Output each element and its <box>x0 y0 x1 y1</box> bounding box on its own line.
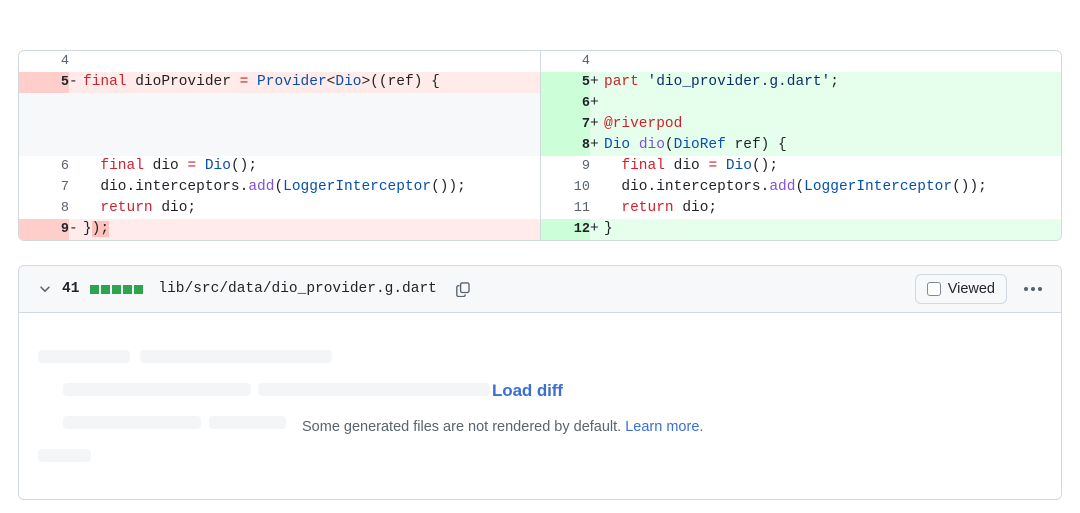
diff-row: 5-final dioProvider = Provider<Dio>((ref… <box>19 72 1061 93</box>
code-cell-left[interactable]: -final dioProvider = Provider<Dio>((ref)… <box>69 72 541 93</box>
line-number-right[interactable]: 4 <box>540 51 590 72</box>
line-number-right[interactable]: 11 <box>540 198 590 219</box>
line-number-right[interactable]: 8 <box>540 135 590 156</box>
code-cell-left[interactable] <box>69 93 541 156</box>
generated-note-suffix: . <box>699 419 704 435</box>
code-cell-left[interactable]: dio.interceptors.add(LoggerInterceptor()… <box>69 177 541 198</box>
diff-row: 8 return dio;11 return dio; <box>19 198 1061 219</box>
line-number-right[interactable]: 10 <box>540 177 590 198</box>
diff-marker: - <box>69 74 78 90</box>
line-number-right[interactable]: 5 <box>540 72 590 93</box>
diff-row: 6+ <box>19 93 1061 156</box>
chevron-down-icon[interactable] <box>37 281 53 297</box>
code-cell-right[interactable]: +part 'dio_provider.g.dart'; <box>590 72 1061 93</box>
code-cell-left[interactable]: -}); <box>69 219 541 240</box>
code-cell-right[interactable] <box>590 51 1061 72</box>
diff-marker: + <box>590 74 599 90</box>
line-number-left[interactable]: 4 <box>19 51 69 72</box>
diff-marker: + <box>590 116 599 132</box>
line-number-left[interactable]: 8 <box>19 198 69 219</box>
viewed-toggle[interactable]: Viewed <box>914 274 1007 304</box>
skeleton-bar <box>63 416 201 429</box>
line-number-left[interactable]: 9 <box>19 219 69 240</box>
diffstat-block <box>90 284 100 294</box>
copy-icon[interactable] <box>455 281 471 297</box>
load-diff-link[interactable]: Load diff <box>492 381 563 400</box>
generated-note-text: Some generated files are not rendered by… <box>302 419 626 435</box>
generated-file-body <box>19 313 1061 499</box>
file-card-generated: 41 lib/src/data/dio_provider.g.dart View… <box>18 265 1062 500</box>
code-cell-right[interactable]: +} <box>590 219 1061 240</box>
code-cell-left[interactable]: final dio = Dio(); <box>69 156 541 177</box>
skeleton-bar <box>38 449 91 462</box>
skeleton-bar <box>38 350 130 363</box>
code-cell-right[interactable]: +@riverpod <box>590 114 1061 135</box>
diff-marker: + <box>590 137 599 153</box>
file-header-left: 41 lib/src/data/dio_provider.g.dart <box>37 281 915 297</box>
diff-row: 9-});12+} <box>19 219 1061 240</box>
line-number-right[interactable]: 9 <box>540 156 590 177</box>
diff-marker: + <box>590 95 599 111</box>
viewed-checkbox[interactable] <box>926 282 941 296</box>
skeleton-bar <box>209 416 286 429</box>
line-number-right[interactable]: 7 <box>540 114 590 135</box>
code-cell-right[interactable]: dio.interceptors.add(LoggerInterceptor()… <box>590 177 1061 198</box>
code-cell-right[interactable]: return dio; <box>590 198 1061 219</box>
viewed-label: Viewed <box>947 281 995 297</box>
additions-count: 41 <box>62 281 80 297</box>
learn-more-link[interactable]: Learn more <box>625 419 700 435</box>
diffstat-block <box>123 284 133 294</box>
diffstat-block <box>134 284 144 294</box>
diff-marker: - <box>69 221 78 237</box>
line-number-left[interactable]: 5 <box>19 72 69 93</box>
line-number-left[interactable]: 6 <box>19 156 69 177</box>
diffstat-block <box>112 284 122 294</box>
code-cell-left[interactable]: return dio; <box>69 198 541 219</box>
line-number-left[interactable]: 7 <box>19 177 69 198</box>
diff-row: 7+@riverpod <box>19 114 1061 135</box>
kebab-menu-icon[interactable] <box>1021 281 1045 297</box>
file-header-right: Viewed <box>914 274 1045 304</box>
generated-file-note: Some generated files are not rendered by… <box>302 419 703 435</box>
code-cell-left[interactable] <box>69 51 541 72</box>
line-number-left[interactable] <box>19 93 69 156</box>
file-path: lib/src/data/dio_provider.g.dart <box>158 281 437 297</box>
diff-row: 8+Dio dio(DioRef ref) { <box>19 135 1061 156</box>
line-number-right[interactable]: 6 <box>540 93 590 114</box>
line-number-right[interactable]: 12 <box>540 219 590 240</box>
file-header: 41 lib/src/data/dio_provider.g.dart View… <box>19 266 1061 313</box>
diff-row: 6 final dio = Dio();9 final dio = Dio(); <box>19 156 1061 177</box>
skeleton-bar <box>63 383 251 396</box>
skeleton-bar <box>140 350 332 363</box>
code-cell-right[interactable]: + <box>590 93 1061 114</box>
code-cell-right[interactable]: +Dio dio(DioRef ref) { <box>590 135 1061 156</box>
code-cell-right[interactable]: final dio = Dio(); <box>590 156 1061 177</box>
diff-row: 7 dio.interceptors.add(LoggerInterceptor… <box>19 177 1061 198</box>
diffstat-block <box>101 284 111 294</box>
diff-marker: + <box>590 221 599 237</box>
skeleton-bar <box>258 383 490 396</box>
diffstat-blocks <box>90 284 144 294</box>
